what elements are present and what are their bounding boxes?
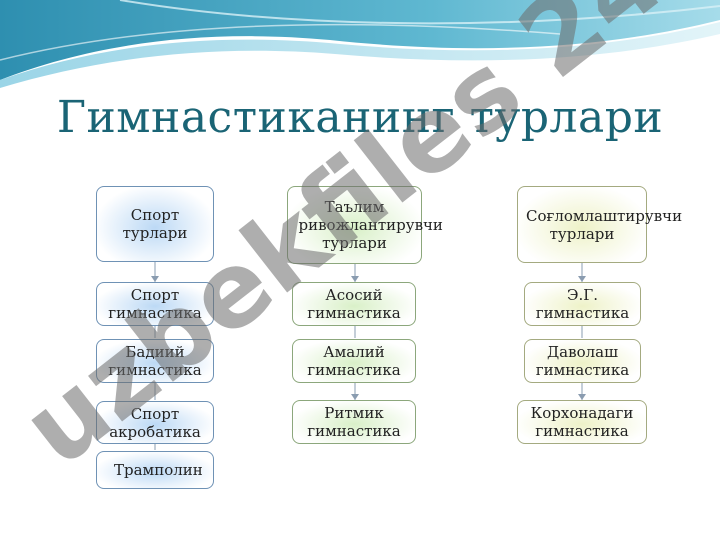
col1-item-rhythmic-gymnastics: Бадиий гимнастика [96, 339, 214, 383]
col1-item-sport-acrobatics: Спорт акробатика [96, 401, 214, 444]
col1-item-sport-gymnastics: Спорт гимнастика [96, 282, 214, 326]
col3-item-workplace-gymnastics: Корхонадаги гимнастика [517, 400, 647, 444]
col3-item-therapy-gymnastics: Даволаш гимнастика [524, 339, 641, 383]
col3-header: Соғломлаштирувчи турлари [517, 186, 682, 263]
col2-item-rhythmic: Ритмик гимнастика [292, 400, 416, 444]
col2-item-applied-gymnastics: Амалий гимнастика [292, 339, 416, 383]
col1-header: Спорт турлари [96, 186, 214, 262]
col2-header: Таълим ривожлантирувчи турлари [287, 186, 443, 264]
header-waves [0, 0, 720, 88]
col1-item-trampoline: Трамполин [96, 451, 214, 489]
col2-item-basic-gymnastics: Асосий гимнастика [292, 282, 416, 326]
col3-item-eg-gymnastics: Э.Г. гимнастика [524, 282, 641, 326]
page-title: Гимнастиканинг турлари [56, 92, 664, 143]
